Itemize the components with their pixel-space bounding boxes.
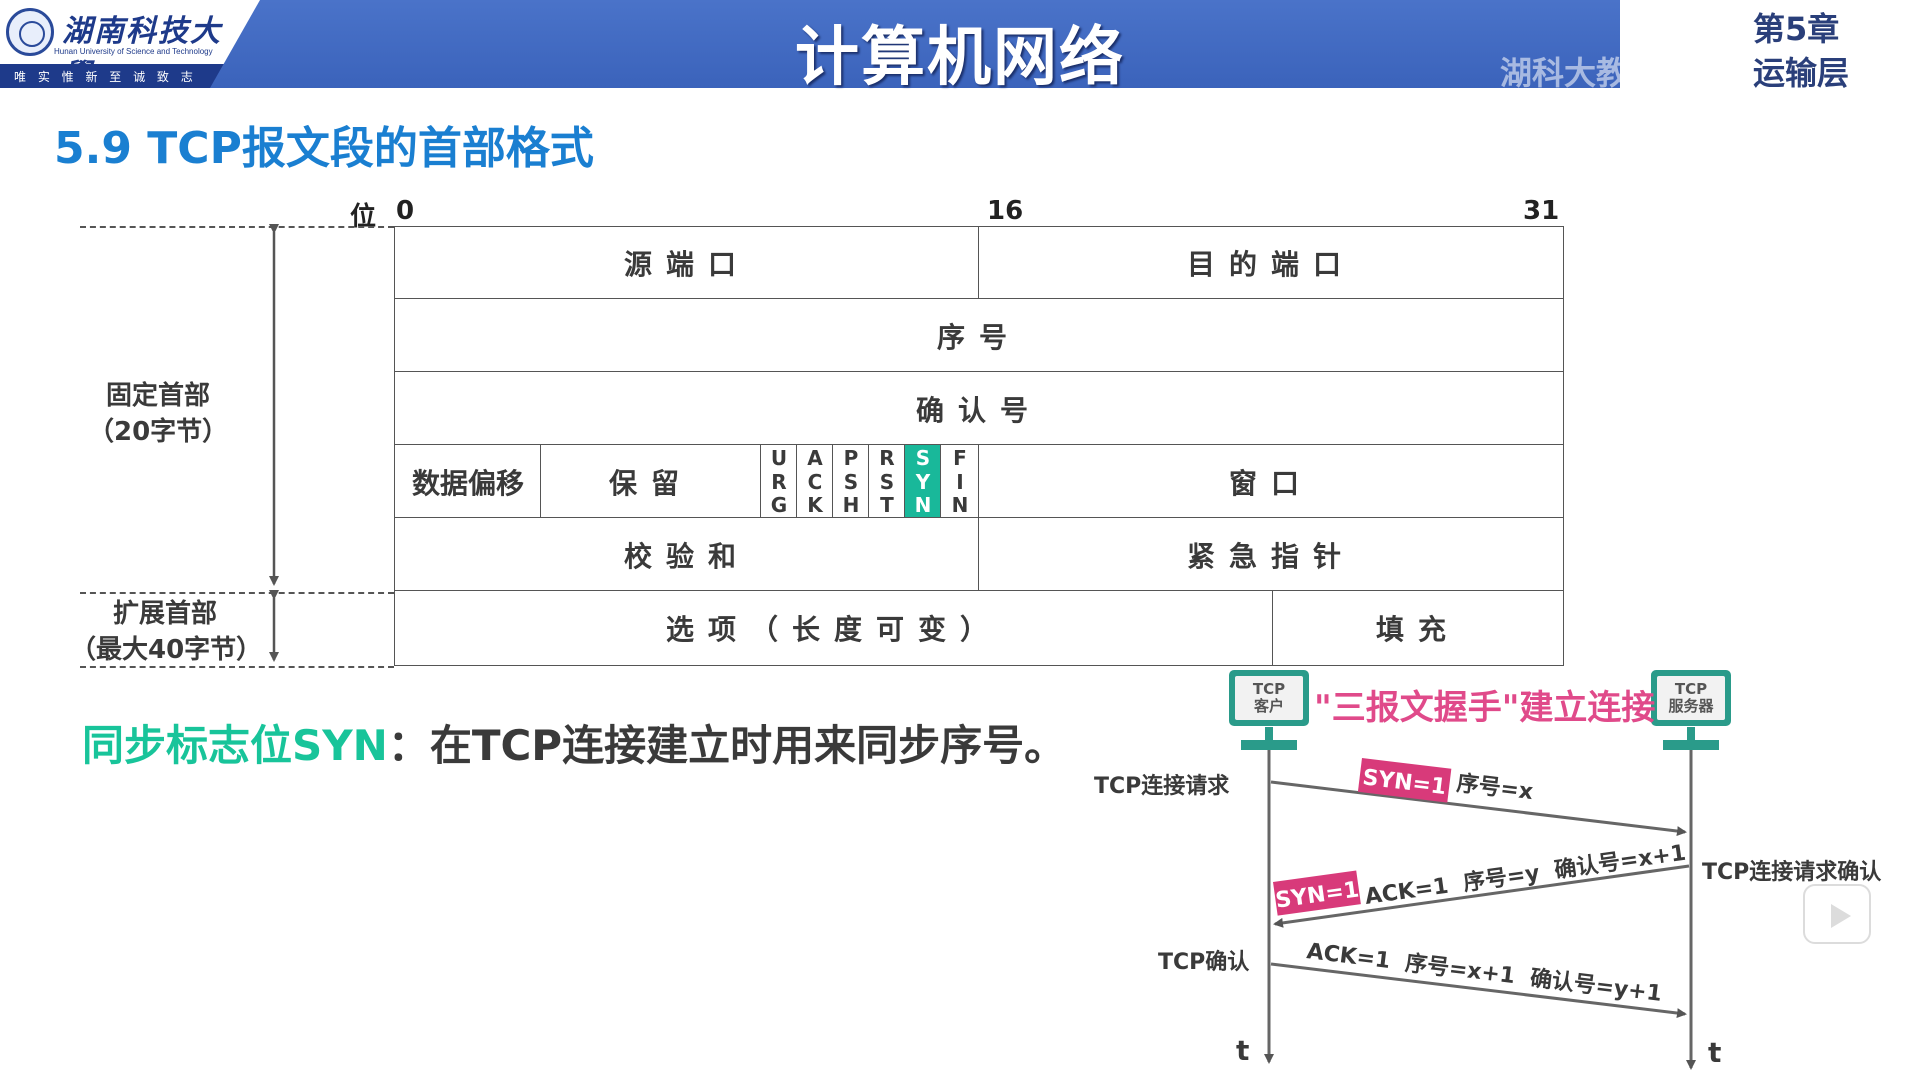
header-bar: 湖南科技大學 Hunan University of Science and T… [0, 0, 1920, 95]
logo-english-name: Hunan University of Science and Technolo… [54, 47, 213, 56]
request-confirm-label: TCP连接请求确认 [1702, 860, 1882, 885]
ack-fields-label: ACK=1 序号=x+1 确认号=y+1 [1305, 938, 1663, 1007]
dashed-mid-line [80, 592, 394, 594]
ack-number-cell: 确认号 [394, 371, 1564, 446]
connection-request-label: TCP连接请求 [1094, 774, 1230, 799]
slide-subtitle: 5.9 TCP报文段的首部格式 [54, 123, 594, 174]
chapter-name: 运输层 [1753, 54, 1850, 92]
university-logo: 湖南科技大學 Hunan University of Science and T… [0, 0, 250, 93]
seal-icon [6, 8, 54, 56]
play-icon[interactable] [1803, 884, 1871, 944]
reserved-cell: 保留 [540, 444, 762, 519]
syn-badge-request: SYN=1 [1357, 758, 1452, 803]
dashed-bottom-line [80, 666, 394, 668]
ext-header-line2: （最大40字节） [70, 635, 263, 665]
bit-16-label: 16 [987, 196, 1024, 226]
fixed-header-line2: （20字节） [88, 417, 229, 447]
resp-fields-label: ACK=1 序号=y 确认号=x+1 [1363, 840, 1687, 910]
syn-ack-arrow [1273, 864, 1690, 928]
checksum-cell: 校验和 [394, 517, 980, 592]
ack-arrow [1270, 962, 1687, 1019]
logo-chinese-name: 湖南科技大學 [62, 14, 222, 93]
svg-text:ACK=1 序号=x+1 确认号=y+1: ACK=1 序号=x+1 确认号=y+1 [1305, 938, 1663, 1007]
data-offset-cell: 数据偏移 [394, 444, 542, 519]
dashed-top-line [80, 226, 394, 228]
padding-cell: 填充 [1272, 590, 1564, 666]
logo-motto: 唯 实 惟 新 至 诚 致 志 [14, 70, 197, 84]
title-band [210, 0, 1670, 88]
svg-text:序号=x: 序号=x [1455, 770, 1534, 805]
req-seq-label: 序号=x [1455, 770, 1534, 805]
chapter-box [1620, 0, 1920, 88]
syn-request-arrow [1270, 780, 1687, 837]
ext-header-line1: 扩展首部 [112, 599, 217, 629]
seq-number-cell: 序号 [394, 298, 1564, 373]
syn-description-rest: ：在TCP连接建立时用来同步序号。 [387, 721, 1067, 770]
chapter-number: 第5章 [1753, 10, 1840, 48]
course-title: 计算机网络 [795, 21, 1125, 95]
dest-port-cell: 目的端口 [978, 226, 1564, 300]
urgent-pointer-cell: 紧急指针 [978, 517, 1564, 592]
client-time-label: t [1236, 1034, 1250, 1067]
window-cell: 窗口 [978, 444, 1564, 519]
bit-0-label: 0 [396, 196, 415, 226]
fixed-header-label: 固定首部 （20字节） [88, 378, 228, 450]
syn-description: 同步标志位SYN：在TCP连接建立时用来同步序号。 [82, 712, 1066, 773]
bit-31-label: 31 [1523, 196, 1560, 226]
tcp-ack-label: TCP确认 [1158, 950, 1250, 975]
server-time-label: t [1708, 1036, 1722, 1069]
options-cell: 选项（长度可变） [394, 590, 1274, 666]
syn-highlight: 同步标志位SYN [82, 721, 388, 770]
fixed-header-line1: 固定首部 [105, 381, 210, 411]
handshake-title: "三报文握手"建立连接 [1314, 688, 1656, 728]
svg-text:ACK=1 序号=y 确认号=x+1: ACK=1 序号=y 确认号=x+1 [1363, 840, 1687, 910]
syn-badge-response: SYN=1 [1273, 870, 1361, 916]
watermark: 湖科大教书匠 [1500, 54, 1693, 92]
ext-header-label: 扩展首部 （最大40字节） [70, 596, 263, 668]
source-port-cell: 源端口 [394, 226, 980, 300]
